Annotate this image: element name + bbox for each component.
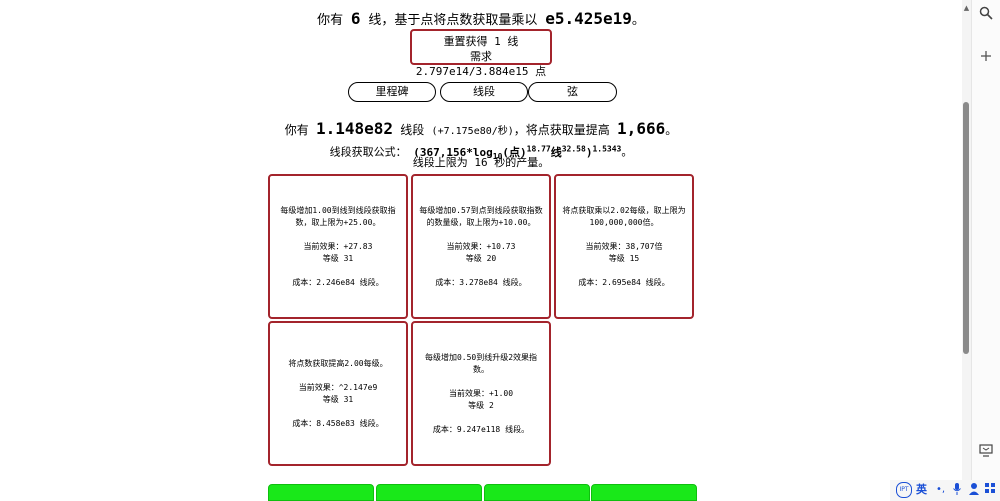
tab-milestones[interactable]: 里程碑: [348, 82, 436, 102]
buyable-button[interactable]: [376, 484, 482, 501]
plus-icon[interactable]: [976, 48, 996, 68]
segments-amount: 1.148e82: [316, 119, 394, 138]
ime-punctuation-icon[interactable]: •,: [936, 484, 946, 495]
upgrade-description: 将点获取乘以2.02每级，取上限为100,000,000倍。: [562, 205, 686, 227]
upgrade-effect: 当前效果：38,707倍: [585, 241, 663, 251]
upgrade-cost: 成本：2.695e84 线段。: [578, 277, 670, 287]
buyable-button[interactable]: [484, 484, 590, 501]
reset-gain-text: 重置获得 1 线: [443, 35, 519, 48]
formula-base: (367,156*log: [413, 145, 493, 159]
cap-suffix: 秒的产量。: [494, 156, 550, 169]
microphone-icon[interactable]: [952, 482, 962, 501]
segments-summary: 你有 1.148e82 线段 (+7.175e80/秒)，将点获取量提高 1,6…: [0, 120, 962, 141]
upgrade-description: 每级增加0.50到线升级2效果指数。: [424, 352, 538, 374]
segments-prefix: 你有: [284, 123, 309, 137]
upgrade-card[interactable]: 将点数获取提高2.00每级。 当前效果：^2.147e9 等级 31 成本：8.…: [268, 321, 408, 466]
upgrade-description: 每级增加1.00到线到线段获取指数，取上限为+25.00。: [280, 205, 396, 227]
upgrade-card[interactable]: 每级增加1.00到线到线段获取指数，取上限为+25.00。 当前效果：+27.8…: [268, 174, 408, 319]
user-icon[interactable]: [968, 482, 980, 501]
segments-boost: 1,666: [617, 119, 666, 138]
segments-end: 。: [665, 123, 678, 137]
upgrade-effect: 当前效果：+1.00: [448, 388, 514, 398]
upgrade-description: 将点数获取提高2.00每级。: [288, 358, 388, 368]
ime-toolbar: IPT 英 •,: [890, 480, 1000, 501]
search-icon[interactable]: [976, 6, 996, 26]
lines-count: 6: [350, 9, 361, 28]
formula-close: ): [585, 145, 593, 159]
upgrade-description: 每级增加0.57到点到线段获取指数的数量级，取上限为+10.00。: [419, 205, 543, 227]
upgrade-level: 等级 15: [608, 253, 640, 263]
ime-language-toggle[interactable]: 英: [916, 483, 927, 496]
upgrade-level: 等级 31: [322, 253, 354, 263]
upgrade-cost: 成本：3.278e84 线段。: [435, 277, 527, 287]
buyable-button[interactable]: [591, 484, 697, 501]
reset-requirement-text: 需求 2.797e14/3.884e15 点: [415, 50, 547, 78]
upgrade-cost: 成本：8.458e83 线段。: [292, 418, 384, 428]
segments-rate: (+7.175e80/秒): [431, 126, 514, 137]
lines-suffix-pre: 线，基于点将点数获取量乘以: [368, 13, 538, 28]
formula-label: 线段获取公式：: [329, 145, 407, 159]
scrollbar-thumb[interactable]: [963, 102, 969, 354]
formula-expression: (367,156*log10(点)18.77线32.58)1.5343: [413, 144, 622, 161]
formula-lines: 线: [550, 145, 562, 159]
apps-grid-icon[interactable]: [984, 482, 996, 499]
tab-segments[interactable]: 线段: [440, 82, 528, 102]
scroll-up-arrow-icon[interactable]: ▲: [963, 4, 970, 12]
tab-strings[interactable]: 弦: [528, 82, 617, 102]
reset-lines-button[interactable]: 重置获得 1 线 需求 2.797e14/3.884e15 点: [410, 29, 552, 78]
formula-end: 。: [621, 145, 633, 159]
upgrade-effect: 当前效果：^2.147e9: [298, 382, 378, 392]
cap-prefix: 线段上限为: [412, 156, 468, 169]
upgrade-cost: 成本：2.246e84 线段。: [292, 277, 384, 287]
upgrade-card[interactable]: 每级增加0.50到线升级2效果指数。 当前效果：+1.00 等级 2 成本：9.…: [411, 321, 551, 466]
browser-side-panel: [971, 0, 1000, 501]
formula-lines-exp: 32.58: [561, 144, 586, 153]
segments-unit: 线段: [400, 123, 425, 137]
formula-points: (点): [502, 145, 527, 159]
formula-outer-exp: 1.5343: [592, 144, 622, 153]
lines-prefix: 你有: [317, 13, 344, 28]
lines-summary: 你有 6 线，基于点将点数获取量乘以 e5.425e19。: [0, 8, 962, 32]
formula-log-base: 10: [492, 151, 503, 161]
screenshot-icon[interactable]: [976, 443, 996, 463]
lines-suffix: 。: [631, 13, 645, 28]
tab-bar: 里程碑 线段 弦: [348, 82, 618, 102]
upgrade-effect: 当前效果：+10.73: [446, 241, 516, 251]
segments-cap: 线段上限为 16 秒的产量。: [0, 156, 962, 170]
formula-points-exp: 18.77: [526, 144, 551, 153]
upgrade-level: 等级 20: [465, 253, 497, 263]
ime-logo-icon[interactable]: IPT: [896, 482, 912, 498]
segments-formula: 线段获取公式： (367,156*log10(点)18.77线32.58)1.5…: [0, 140, 962, 166]
cap-seconds: 16: [474, 156, 488, 169]
upgrade-level: 等级 31: [322, 394, 354, 404]
game-main: 你有 6 线，基于点将点数获取量乘以 e5.425e19。 重置获得 1 线 需…: [0, 8, 962, 501]
upgrade-effect: 当前效果：+27.83: [303, 241, 373, 251]
upgrade-level: 等级 2: [468, 400, 494, 410]
upgrade-card[interactable]: 将点获取乘以2.02每级，取上限为100,000,000倍。 当前效果：38,7…: [554, 174, 694, 319]
buyable-button[interactable]: [268, 484, 374, 501]
vertical-scrollbar[interactable]: ▲ ▼: [962, 0, 971, 501]
upgrade-card[interactable]: 每级增加0.57到点到线段获取指数的数量级，取上限为+10.00。 当前效果：+…: [411, 174, 551, 319]
lines-multiplier: e5.425e19: [545, 9, 632, 28]
upgrade-cost: 成本：9.247e118 线段。: [432, 424, 530, 434]
segments-mid: ，将点获取量提高: [513, 123, 610, 137]
